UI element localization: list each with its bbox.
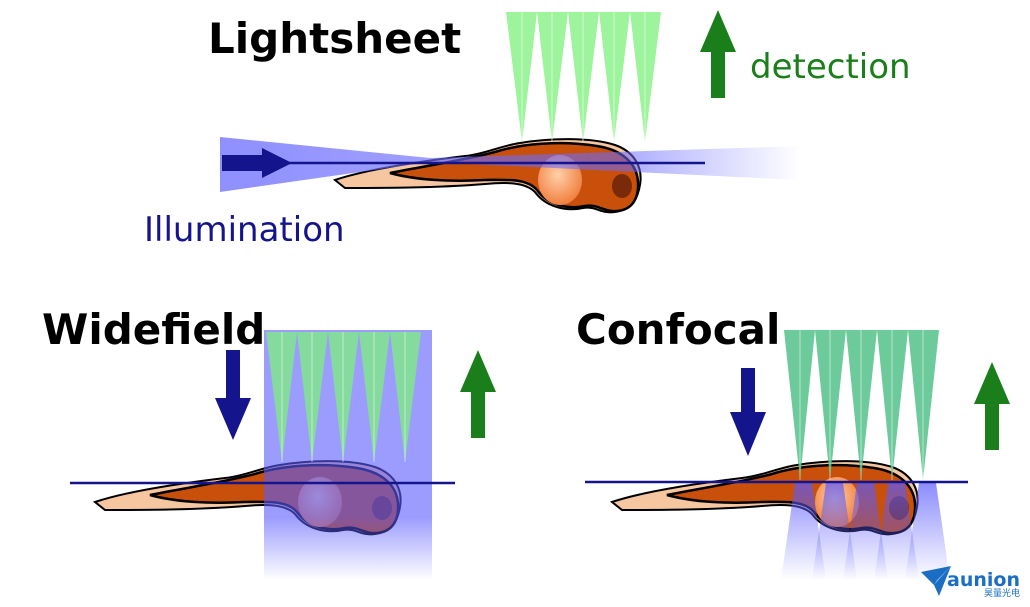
- widefield-panel: [70, 330, 496, 580]
- brand-subtext: 昊量光电: [983, 589, 1020, 599]
- brand-name: aunion: [947, 569, 1020, 591]
- lightsheet-detection-cones: [505, 11, 662, 143]
- confocal-detection-cones: [784, 330, 939, 480]
- detection-arrow-icon: [700, 10, 736, 98]
- confocal-title: Confocal: [576, 305, 781, 354]
- widefield-illumination-arrow-icon: [215, 350, 251, 440]
- confocal-illumination-cones: [781, 483, 950, 580]
- illumination-arrow: [222, 148, 292, 178]
- confocal-detection-arrow-icon: [974, 362, 1010, 450]
- logo-mark-icon: [921, 566, 951, 596]
- confocal-illumination-arrow-icon: [730, 368, 766, 456]
- widefield-detection-arrow-icon: [460, 350, 496, 438]
- lightsheet-fish: [333, 137, 642, 214]
- lightsheet-panel: [220, 10, 800, 214]
- widefield-title: Widefield: [42, 305, 266, 354]
- lightsheet-title: Lightsheet: [208, 14, 462, 63]
- illumination-label: Illumination: [144, 210, 345, 250]
- confocal-panel: [585, 330, 1010, 580]
- detection-label: detection: [750, 47, 911, 87]
- illumination-sheet: [220, 137, 800, 192]
- brand-logo: aunion 昊量光电: [947, 571, 1020, 599]
